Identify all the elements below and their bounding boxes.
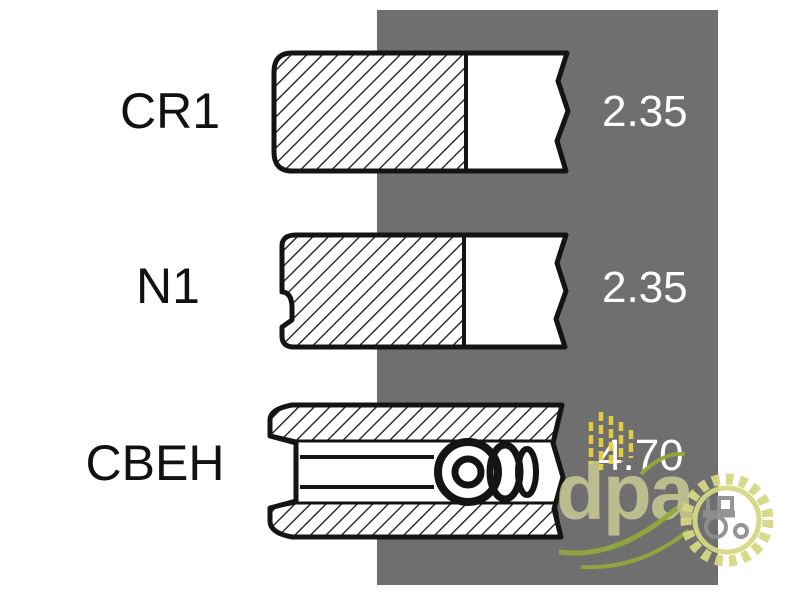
ring-hatched-area xyxy=(280,233,466,349)
coil-spring xyxy=(434,438,539,506)
ring-label-n1: N1 xyxy=(136,258,200,314)
wheat-icon xyxy=(588,412,634,470)
cbeh-ring-cross-section xyxy=(267,402,566,540)
gear-icon xyxy=(680,473,774,567)
ring-label-cr1: CR1 xyxy=(119,83,221,139)
ring-value-cr1: 2.35 xyxy=(602,87,688,136)
ring-hatched-top-band xyxy=(268,403,564,443)
dpa-watermark xyxy=(558,412,774,570)
ring-hatched-bottom-band xyxy=(268,501,563,539)
tractor-icon xyxy=(703,496,749,539)
watermark-brand-text: dpa xyxy=(556,447,694,536)
ring-hatched-area xyxy=(272,51,468,173)
leaf-stroke-icon xyxy=(558,451,691,570)
spring-channel-lines xyxy=(300,455,434,489)
n1-ring-cross-section xyxy=(279,232,569,350)
ring-value-n1: 2.35 xyxy=(602,263,688,312)
ring-label-cbeh: CBEH xyxy=(85,435,225,491)
cr1-ring-cross-section xyxy=(271,50,571,174)
